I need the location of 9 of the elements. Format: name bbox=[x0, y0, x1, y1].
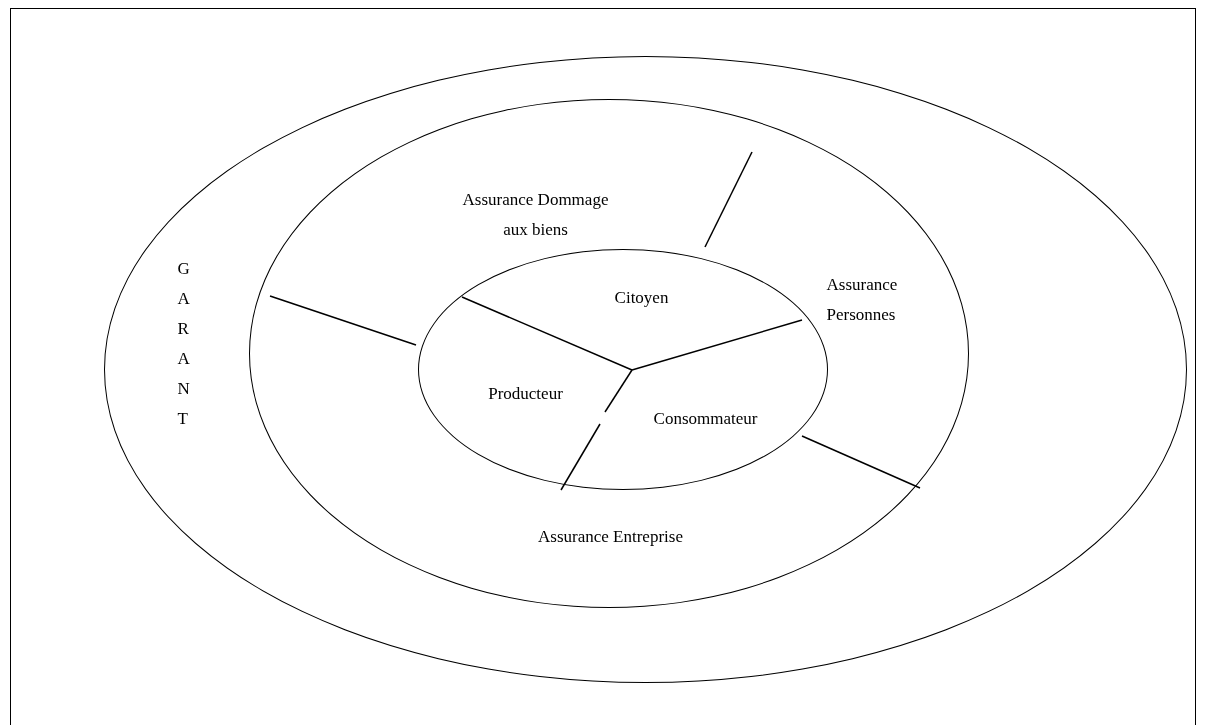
outer-ellipse bbox=[104, 56, 1187, 683]
sector-label: Consommateur bbox=[652, 407, 759, 430]
sector-label: Assurance Entreprise bbox=[537, 525, 684, 548]
sector-label: Citoyen bbox=[613, 286, 670, 309]
inner-ellipse bbox=[418, 249, 828, 490]
middle-ellipse bbox=[249, 99, 969, 608]
sector-label: Assurance Dommage aux biens bbox=[461, 188, 610, 241]
sector-label: Producteur bbox=[487, 382, 564, 405]
sector-label: Assurance Personnes bbox=[826, 273, 899, 326]
